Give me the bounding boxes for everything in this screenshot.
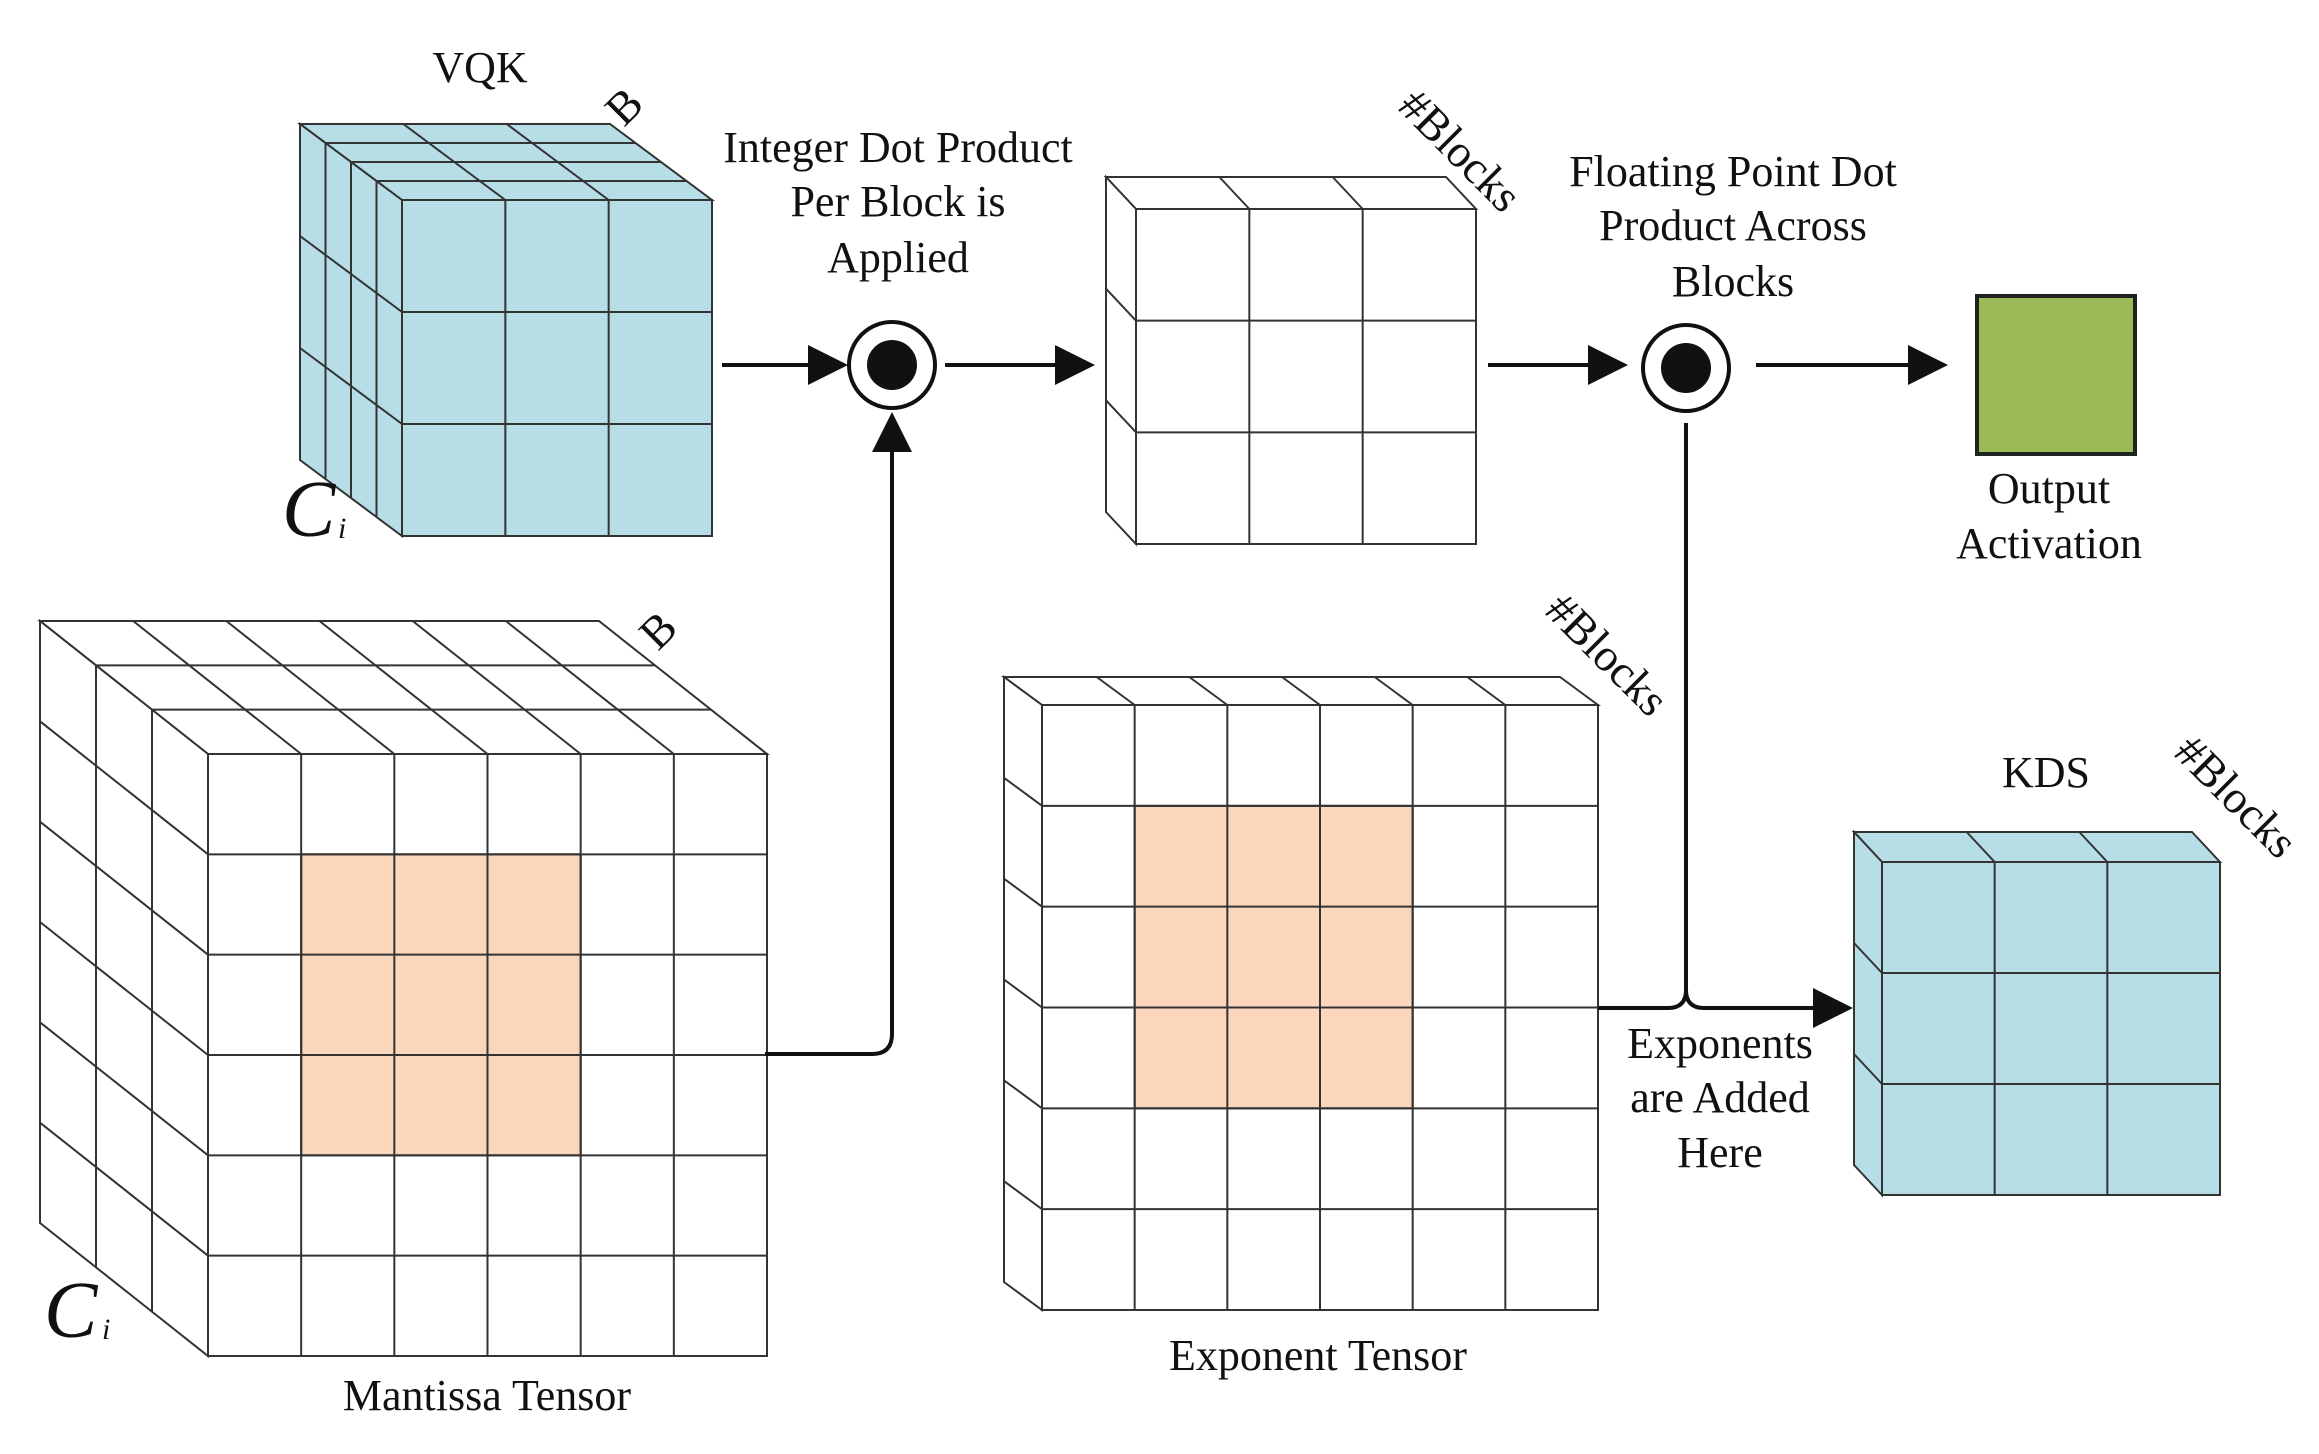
cube-side-line — [39, 1021, 209, 1157]
cube-top-line — [1374, 676, 1414, 706]
vqk-tensor-cube — [296, 122, 716, 538]
arrow-exponents-to-fp-dot — [1598, 423, 1845, 1008]
cube-top-line — [1218, 176, 1251, 210]
vqk-label: VQK — [432, 43, 528, 92]
mantissa-ci-label: C — [44, 1267, 99, 1355]
cube-top-line — [1965, 831, 1996, 863]
cube-side-line — [39, 1121, 209, 1257]
integer-dot-label-line3: Applied — [827, 233, 969, 282]
exponents-added-label-line1: Exponents — [1627, 1019, 1813, 1068]
cube-top-line — [412, 620, 582, 755]
cube-side-line — [1105, 399, 1137, 434]
highlighted-block-region — [1133, 804, 1414, 1110]
cube-front-face — [401, 199, 713, 537]
cube-front-face — [1135, 208, 1477, 545]
cube-top-line — [1331, 176, 1364, 210]
floating-point-dot-product-operator — [1641, 323, 1731, 413]
cube-side-line — [39, 820, 209, 956]
output-label-line2: Activation — [1956, 519, 2142, 568]
cube-top-line — [1096, 676, 1136, 706]
highlighted-block-region — [300, 853, 582, 1157]
output-label-line1: Output — [1988, 464, 2110, 513]
cube-side-line — [1003, 1079, 1043, 1110]
cube-side-face — [1853, 829, 1883, 1198]
arrow-mantissa-to-int-dot — [765, 412, 912, 1056]
cube-side-line — [39, 720, 209, 856]
cube-top-line — [318, 620, 489, 755]
vqk-ci-label: C — [282, 466, 337, 554]
cube-side-line — [1003, 877, 1043, 908]
fp-dot-label-line3: Blocks — [1672, 257, 1794, 306]
cube-top-face — [1851, 831, 2223, 863]
mantissa-tensor-cube — [37, 618, 770, 1359]
cube-side-line — [1105, 287, 1137, 322]
cube-side-line — [39, 921, 209, 1056]
cube-top-line — [1281, 676, 1321, 706]
exponents-added-label-line3: Here — [1677, 1128, 1763, 1177]
vqk-ci-subscript: i — [338, 512, 346, 545]
cube-top-line — [506, 123, 610, 201]
cube-side-line — [1853, 1053, 1883, 1085]
cube-top-line — [402, 123, 506, 201]
cube-top-line — [2078, 831, 2109, 863]
exponents-added-label-line2: are Added — [1630, 1073, 1810, 1122]
integer-dot-product-operator — [847, 320, 937, 410]
cube-top-line — [1188, 676, 1228, 706]
integer-dot-label-line1: Integer Dot Product — [723, 123, 1072, 172]
cube-side-line — [299, 347, 403, 425]
intermediate-block-cube — [1103, 174, 1479, 547]
cube-top-line — [132, 620, 302, 755]
fp-dot-label-line2: Product Across — [1599, 201, 1867, 250]
mantissa-tensor-label: Mantissa Tensor — [343, 1371, 632, 1420]
cube-top-line — [505, 620, 675, 755]
cube-side-line — [1003, 1180, 1043, 1210]
cube-side-line — [1003, 777, 1043, 807]
exponent-tensor-cube — [1000, 675, 1602, 1312]
cube-side-line — [1853, 942, 1883, 974]
mantissa-ci-subscript: i — [102, 1313, 110, 1346]
kds-tensor-cube — [1851, 829, 2223, 1198]
fp-dot-label-line1: Floating Point Dot — [1569, 147, 1897, 196]
cube-top-line — [225, 620, 395, 755]
integer-dot-label-line2: Per Block is — [790, 177, 1005, 226]
kds-label: KDS — [2002, 748, 2090, 797]
output-activation-square — [1975, 294, 2137, 456]
exponent-tensor-label: Exponent Tensor — [1169, 1331, 1467, 1380]
cube-side-face — [1105, 174, 1137, 547]
cube-side-line — [299, 235, 403, 313]
cube-top-line — [1466, 676, 1506, 706]
cube-front-face — [1881, 861, 2221, 1196]
cube-top-face — [1103, 176, 1479, 210]
cube-side-line — [1003, 978, 1043, 1009]
